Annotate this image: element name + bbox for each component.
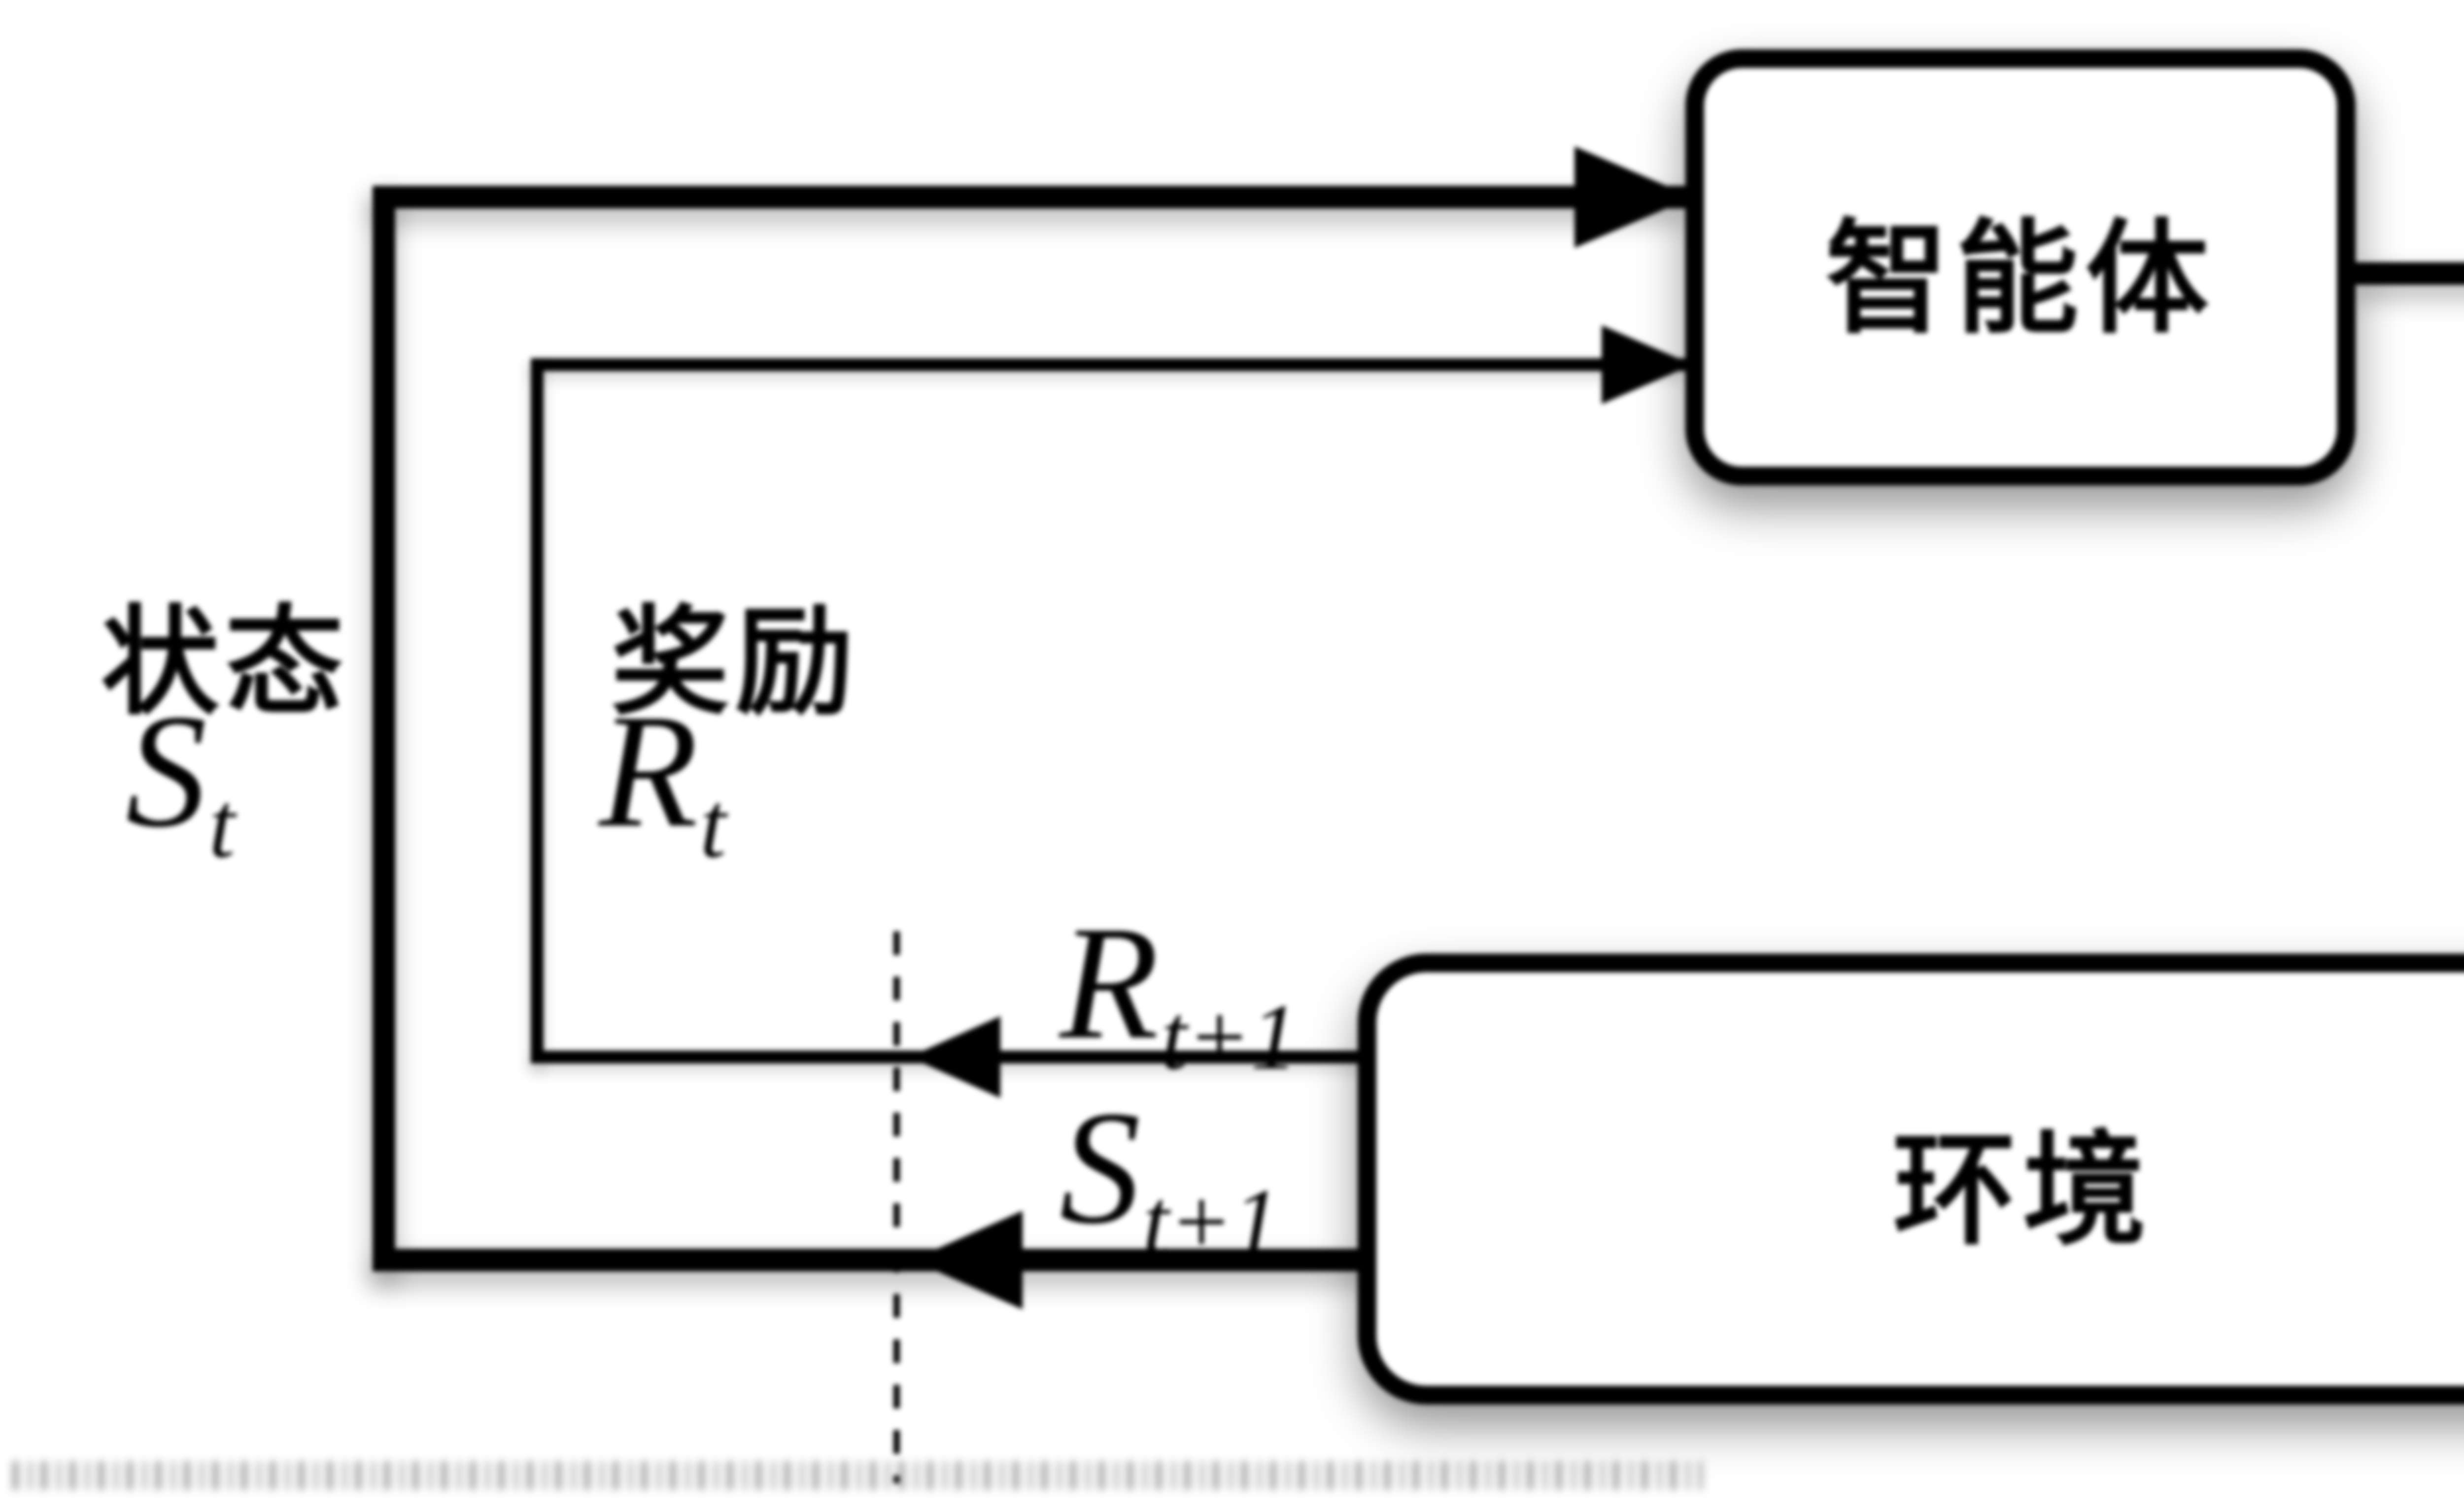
cropped-caption-strip bbox=[12, 1461, 1703, 1490]
environment-box-label: 环境 bbox=[1893, 1123, 2153, 1260]
reward-label-cn: 奖励 bbox=[611, 598, 860, 729]
next-reward-symbol-base: R bbox=[1060, 893, 1159, 1073]
reward-line-vertical bbox=[531, 358, 544, 1063]
state-line-top bbox=[373, 186, 1685, 208]
reward-line-top bbox=[531, 358, 1685, 371]
state-symbol-subscript: t bbox=[208, 773, 235, 878]
reward-symbol: Rt bbox=[599, 690, 726, 873]
state-label-cn: 状态 bbox=[101, 598, 350, 729]
reward-symbol-subscript: t bbox=[700, 773, 726, 878]
next-state-symbol-subscript: t+1 bbox=[1142, 1169, 1280, 1274]
reward-into-agent-arrowhead-icon bbox=[1602, 325, 1693, 404]
state-symbol-base: S bbox=[126, 681, 207, 861]
state-into-agent-arrowhead-icon bbox=[1574, 146, 1693, 248]
next-state-line bbox=[373, 1249, 1378, 1271]
next-state-symbol-base: S bbox=[1060, 1078, 1141, 1258]
environment-box: 环境 bbox=[1358, 954, 2464, 1404]
next-reward-arrowhead-icon bbox=[909, 1016, 1000, 1098]
time-boundary-dashed-line bbox=[893, 931, 900, 1483]
next-state-arrowhead-icon bbox=[912, 1211, 1023, 1309]
next-reward-symbol-subscript: t+1 bbox=[1161, 985, 1298, 1090]
next-reward-symbol: Rt+1 bbox=[1060, 902, 1298, 1085]
reward-symbol-base: R bbox=[599, 681, 698, 861]
agent-box-label: 智能体 bbox=[1825, 211, 2216, 348]
agent-box: 智能体 bbox=[1685, 49, 2356, 485]
action-line-top bbox=[2356, 262, 2464, 285]
next-state-symbol: St+1 bbox=[1060, 1087, 1280, 1269]
state-line-vertical bbox=[373, 186, 395, 1271]
state-symbol: St bbox=[126, 690, 235, 873]
